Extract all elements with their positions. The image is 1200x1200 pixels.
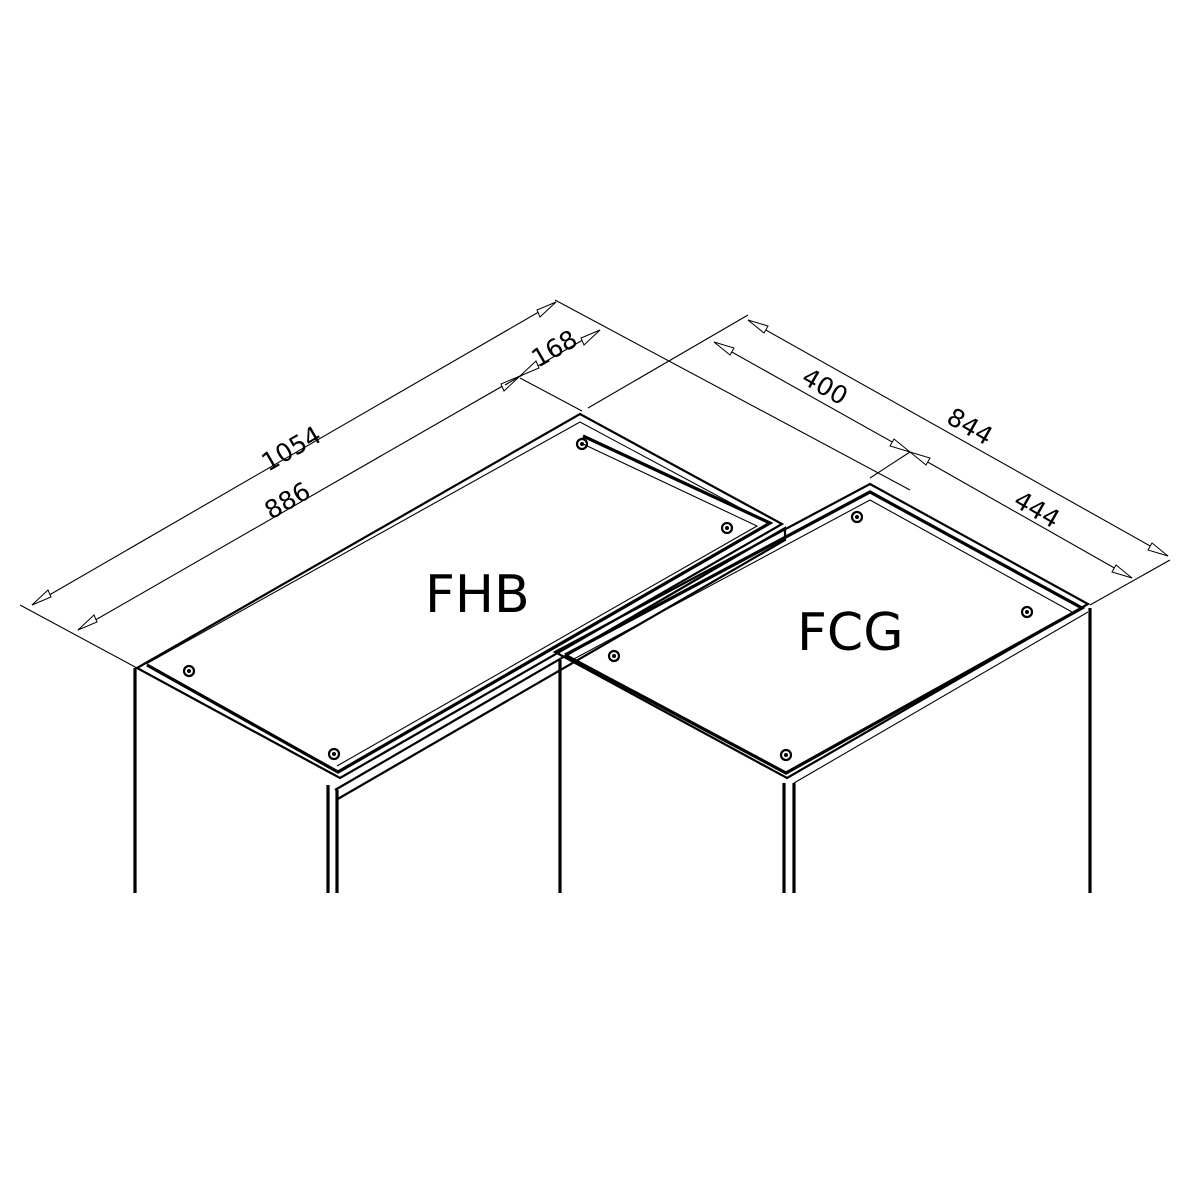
- screw-icon: [575, 437, 589, 451]
- dim-line-844: [747, 319, 1169, 557]
- extension-line: [19, 604, 138, 669]
- fcg-top-rim: [564, 490, 1086, 775]
- arrow-head: [500, 375, 521, 392]
- fhb-top-inner-rim: [336, 443, 759, 767]
- fhb-top-panel: [134, 412, 785, 780]
- arrow-head: [909, 451, 931, 466]
- extension-line: [869, 451, 911, 479]
- fhb-top-front-edge: [145, 421, 771, 665]
- arrow-head: [77, 614, 98, 631]
- dim-line-1054: [31, 301, 557, 606]
- dim-444-text: 444: [1009, 485, 1065, 534]
- extension-line: [554, 299, 911, 491]
- arrow-head: [1147, 542, 1169, 557]
- arrow-head: [1111, 564, 1133, 579]
- dim-line-444: [909, 451, 1133, 579]
- fhb-top-rim: [146, 434, 774, 774]
- arrow-head: [713, 341, 735, 356]
- dim-line-886: [77, 375, 521, 631]
- screw-icon: [607, 649, 621, 663]
- fcg-top-panel: [552, 482, 1091, 780]
- screw-icon: [182, 664, 196, 678]
- arrow-head: [747, 319, 769, 334]
- fcg-right-edge: [793, 611, 1089, 784]
- screw-icon: [1020, 605, 1034, 619]
- fhb-label: FHB: [425, 565, 530, 625]
- dim-844-text: 844: [942, 402, 998, 451]
- extension-line: [587, 314, 749, 409]
- fhb-cabinet: FHB: [133, 412, 787, 893]
- dim-1054-text: 1054: [257, 420, 327, 477]
- dimension-lines: 1054 886 168 844 400 444: [19, 299, 1171, 669]
- fcg-cabinet: FCG: [552, 482, 1092, 893]
- extension-line: [1089, 559, 1171, 606]
- screw-icon: [779, 748, 793, 762]
- screw-icon: [850, 510, 864, 524]
- arrow-head: [580, 329, 601, 346]
- arrow-head: [536, 301, 557, 318]
- arrow-head: [519, 360, 540, 377]
- extension-line: [519, 377, 583, 412]
- dim-line-400: [713, 341, 911, 453]
- fcg-top-inner-rim: [571, 499, 1073, 661]
- dim-886-text: 886: [260, 476, 316, 525]
- fcg-label: FCG: [797, 603, 904, 663]
- screw-icon: [327, 747, 341, 761]
- screw-icon: [720, 521, 734, 535]
- arrow-head: [889, 438, 911, 453]
- arrow-head: [31, 589, 52, 606]
